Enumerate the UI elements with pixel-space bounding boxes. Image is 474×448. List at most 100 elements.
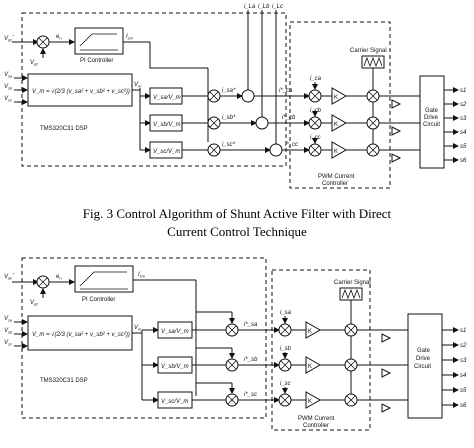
multiplier-c-2 — [225, 393, 239, 407]
svg-text:V_sb/V_m: V_sb/V_m — [153, 122, 181, 128]
pwm-error-b — [308, 116, 322, 130]
ref-current-a-2: i*_sa — [244, 322, 258, 328]
figure-3-block-diagram: TMS320C31 DSP PWM Current Controller Vdc… — [4, 4, 467, 189]
sum-cb — [255, 116, 269, 130]
measured-current-a-2: i_sa — [280, 310, 292, 316]
svg-text:K: K — [334, 95, 338, 101]
caption-line-1: Fig. 3 Control Algorithm of Shunt Active… — [83, 206, 392, 221]
vm-label: Vm — [134, 82, 142, 89]
svg-text:s6: s6 — [460, 403, 467, 409]
ratio-block-a: V_sa/V_m — [140, 87, 208, 105]
pi-controller-box-2 — [74, 265, 134, 293]
pwm-boundary — [289, 21, 391, 189]
pwm-label-line1: PWM Current — [318, 174, 355, 180]
vm-formula-box-2 — [27, 315, 133, 351]
multiplier-a-2 — [225, 323, 239, 337]
svg-text:Gate: Gate — [417, 348, 431, 354]
svg-text:K: K — [308, 329, 312, 335]
error-label: en — [56, 34, 62, 41]
pwm-error-c-2 — [278, 393, 292, 407]
svg-text:Gate: Gate — [425, 108, 439, 114]
s-ref-a: i_sa* — [222, 88, 236, 94]
svg-text:s2: s2 — [460, 343, 467, 349]
svg-text:Drive: Drive — [424, 115, 439, 121]
vdc-meas-input-2: Vdc — [30, 300, 38, 307]
svg-text:V_sa/V_m: V_sa/V_m — [161, 329, 189, 335]
ref-current-c-2: i*_sc — [244, 392, 257, 398]
svg-text:s1: s1 — [460, 88, 466, 94]
gain-k-c: K — [321, 141, 348, 159]
pwm-label-line2: Controller — [322, 181, 348, 187]
ratio-block-b: V_sb/V_m — [140, 114, 208, 132]
measured-current-c-2: i_sc — [280, 381, 291, 387]
pi-controller-label: PI Controller — [80, 58, 113, 64]
svg-text:Drive: Drive — [416, 356, 431, 362]
carrier-label: Carrier Signal — [350, 48, 387, 54]
pwm-error-b-2 — [278, 358, 292, 372]
vm-formula-2: V_m = √(2/3 (v_sa² + v_sb² + v_sc²)) — [32, 331, 130, 338]
caption-line-2: Current Control Technique — [167, 224, 307, 239]
svg-text:s1: s1 — [460, 328, 466, 334]
vsa-input-2: Vsa — [4, 316, 13, 323]
svg-text:s4: s4 — [460, 373, 467, 379]
vsb-input-2: Vsb — [4, 328, 13, 335]
multiplier-b — [207, 116, 221, 130]
comparator-a — [346, 89, 380, 103]
vsa-input: Vsa — [4, 72, 13, 79]
s-ref-b: i_sb* — [222, 115, 236, 121]
ratio-block-c: V_sc/V_m — [140, 141, 208, 159]
dsp-boundary-2 — [21, 257, 267, 419]
ref-current-a: i*_ca — [279, 88, 293, 94]
ism-label: Ism — [126, 34, 134, 41]
ratio-block-b-2: V_sb/V_m — [142, 356, 226, 374]
comparator-c — [346, 143, 380, 157]
svg-text:V_sc/V_m: V_sc/V_m — [153, 149, 180, 155]
pwm-label-2b: Controller — [303, 423, 329, 429]
multiplier-b-2 — [225, 358, 239, 372]
ref-current-c: i*_cc — [285, 142, 298, 148]
vsc-input: Vsc — [4, 96, 12, 103]
comparator-b — [346, 116, 380, 130]
pwm-error-a-2 — [278, 323, 292, 337]
pwm-error-c — [308, 143, 322, 157]
vsc-input-2: Vsc — [4, 340, 12, 347]
multiplier-c — [207, 143, 221, 157]
carrier-label-2: Carrier Signal — [334, 280, 371, 286]
sum-ca — [241, 89, 255, 103]
ratio-block-c-2: V_sc/V_m — [142, 391, 226, 409]
vdc-ref-input-2: Vdc* — [4, 272, 14, 281]
comparator-c-2 — [320, 393, 358, 407]
svg-text:K: K — [308, 364, 312, 370]
svg-text:K: K — [334, 149, 338, 155]
pi-controller-label-2: PI Controller — [82, 297, 115, 303]
vsb-input: Vsb — [4, 84, 13, 91]
load-current-b: i_Lb — [258, 4, 270, 10]
svg-text:K: K — [334, 122, 338, 128]
pwm-boundary-2 — [271, 269, 371, 431]
multiplier-a — [207, 89, 221, 103]
gate-drive-box-2 — [407, 313, 443, 419]
error-label-2: en — [56, 274, 62, 281]
comparator-b-2 — [320, 358, 358, 372]
vdc-ref-input: Vdc* — [4, 34, 14, 43]
s-ref-c: i_sc* — [222, 142, 236, 148]
svg-text:s3: s3 — [460, 358, 467, 364]
ratio-block-a-2: V_sa/V_m — [142, 321, 226, 339]
svg-text:K: K — [308, 399, 312, 405]
gate-drive-box — [419, 75, 445, 169]
gain-k-a-2: K — [291, 321, 322, 339]
ism-label-2: Ism — [138, 272, 146, 279]
vm-formula: V_m = √(2/3 (v_sa² + v_sb² + v_sc²)) — [32, 88, 130, 95]
gain-k-b-2: K — [291, 356, 322, 374]
measured-current-a: i_ca — [310, 76, 322, 82]
gate-outputs: s1 s2 s3 s4 s5 s6 — [444, 87, 467, 164]
svg-text:Circuit: Circuit — [423, 122, 440, 128]
dsp-label-2: TMS320C31 DSP — [40, 378, 88, 384]
vdc-meas-input: Vdc — [30, 60, 38, 67]
ref-current-b: i*_cb — [282, 115, 296, 121]
svg-text:s6: s6 — [460, 158, 467, 164]
gain-k-a: K — [321, 87, 348, 105]
sum-cc — [269, 143, 283, 157]
